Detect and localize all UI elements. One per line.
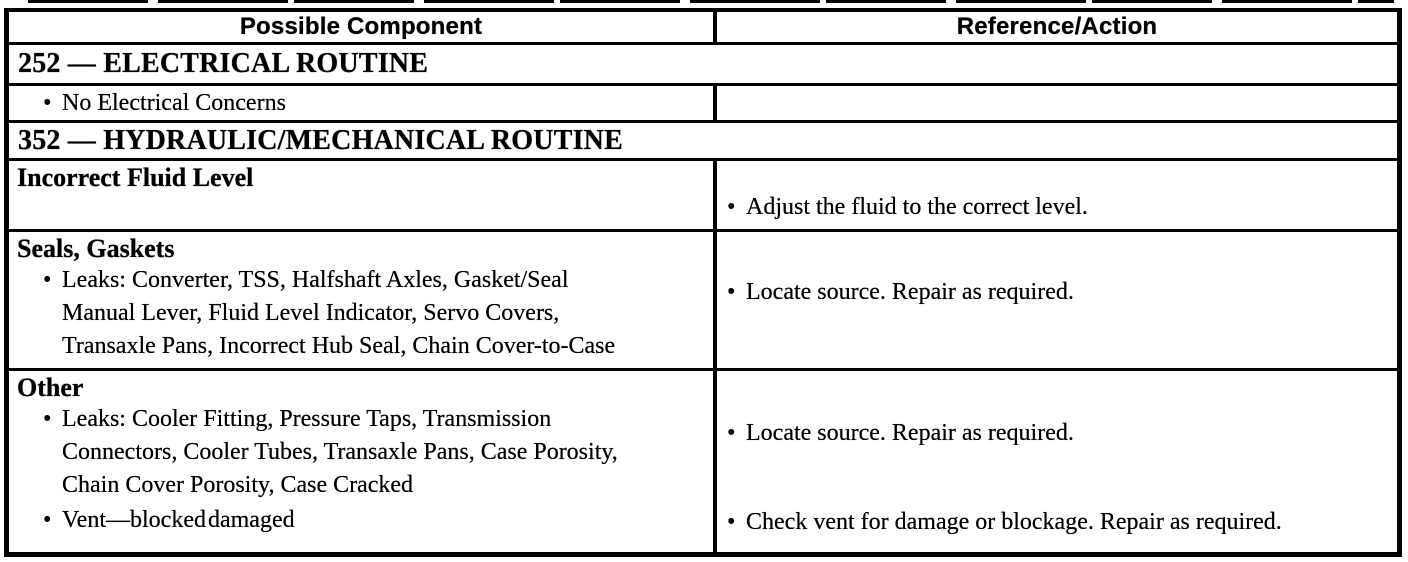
section-row-hydraulic-routine: 352 — HYDRAULIC/MECHANICAL ROUTINE <box>9 123 1397 161</box>
diagnostic-routine-table: Possible Component Reference/Action 252 … <box>4 8 1402 557</box>
scan-artifact-line <box>28 0 1394 3</box>
bullet-glyph: • <box>43 406 52 432</box>
component-heading: Seals, Gaskets <box>17 234 175 263</box>
component-text: No Electrical Concerns <box>62 90 286 116</box>
bullet-glyph: • <box>727 509 736 535</box>
bullet-glyph: • <box>43 90 52 116</box>
action-cell-empty <box>717 86 1397 120</box>
action-item: • Locate source. Repair as required. <box>727 417 1391 450</box>
table-row-seals-gaskets: Seals, Gaskets • Leaks: Converter, TSS, … <box>9 232 1397 371</box>
column-header-possible-component: Possible Component <box>9 12 717 42</box>
table-row-other: Other • Leaks: Cooler Fitting, Pressure … <box>9 371 1397 552</box>
bullet-glyph: • <box>43 267 52 293</box>
column-header-reference-action: Reference/Action <box>956 13 1158 40</box>
component-cell: Other • Leaks: Cooler Fitting, Pressure … <box>9 371 717 552</box>
component-text: Leaks: Converter, TSS, Halfshaft Axles, … <box>62 267 616 359</box>
table-row-no-electrical-concerns: • No Electrical Concerns <box>9 86 1397 123</box>
bullet-glyph: • <box>727 194 736 220</box>
list-item: • No Electrical Concerns <box>43 87 713 120</box>
component-cell: Incorrect Fluid Level <box>9 161 717 229</box>
action-item: • Adjust the fluid to the correct level. <box>727 191 1391 224</box>
section-title-electrical: 252 — ELECTRICAL ROUTINE <box>18 48 429 79</box>
bullet-glyph: • <box>43 507 52 533</box>
component-cell: Seals, Gaskets • Leaks: Converter, TSS, … <box>9 232 717 368</box>
action-text: Adjust the fluid to the correct level. <box>746 194 1088 220</box>
action-item: • Check vent for damage or blockage. Rep… <box>727 506 1391 539</box>
action-text: Locate source. Repair as required. <box>746 279 1074 305</box>
action-cell: • Adjust the fluid to the correct level. <box>717 161 1397 229</box>
list-item: • Vent—blocked damaged <box>43 504 713 537</box>
component-heading: Other <box>17 373 84 402</box>
action-cell: • Locate source. Repair as required. <box>717 232 1397 368</box>
component-text: Leaks: Cooler Fitting, Pressure Taps, Tr… <box>62 406 618 498</box>
action-item: • Locate source. Repair as required. <box>727 276 1391 309</box>
bullet-glyph: • <box>727 420 736 446</box>
section-title-hydraulic: 352 — HYDRAULIC/MECHANICAL ROUTINE <box>18 124 623 156</box>
list-item: • Leaks: Cooler Fitting, Pressure Taps, … <box>43 403 713 502</box>
action-cell: • Locate source. Repair as required. • C… <box>717 371 1397 552</box>
action-text: Locate source. Repair as required. <box>746 420 1074 446</box>
component-cell: • No Electrical Concerns <box>9 86 717 120</box>
bullet-glyph: • <box>727 279 736 305</box>
action-text: Check vent for damage or blockage. Repai… <box>746 509 1282 535</box>
table-row-incorrect-fluid-level: Incorrect Fluid Level • Adjust the fluid… <box>9 161 1397 232</box>
component-heading: Incorrect Fluid Level <box>17 163 254 192</box>
table-header-row: Possible Component Reference/Action <box>9 12 1397 45</box>
component-text: Vent—blocked damaged <box>62 507 295 533</box>
section-row-electrical-routine: 252 — ELECTRICAL ROUTINE <box>9 45 1397 86</box>
list-item: • Leaks: Converter, TSS, Halfshaft Axles… <box>43 264 713 363</box>
